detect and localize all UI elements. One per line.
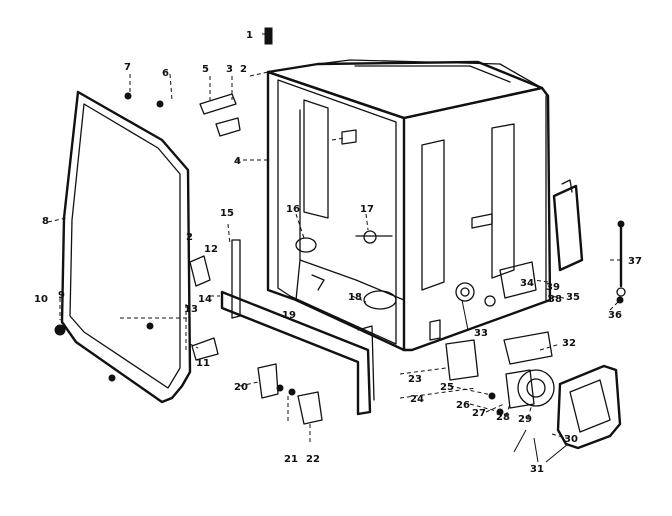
label-9: 9 bbox=[58, 290, 65, 301]
label-18: 18 bbox=[348, 292, 362, 303]
label-35: 35 bbox=[566, 292, 580, 303]
label-36: 36 bbox=[608, 310, 622, 321]
label-26: 26 bbox=[456, 400, 470, 411]
label-28: 28 bbox=[496, 412, 510, 423]
label-2-top: 2 bbox=[240, 64, 247, 75]
latch-parts bbox=[189, 117, 323, 425]
label-23: 23 bbox=[408, 374, 422, 385]
label-13: 13 bbox=[184, 304, 198, 315]
control-parts bbox=[445, 331, 555, 409]
label-39: 39 bbox=[546, 282, 560, 293]
label-20: 20 bbox=[234, 382, 248, 393]
label-29: 29 bbox=[518, 414, 532, 425]
leader-lines bbox=[47, 33, 624, 463]
label-15: 15 bbox=[220, 208, 234, 219]
label-25: 25 bbox=[440, 382, 454, 393]
label-16: 16 bbox=[286, 204, 300, 215]
label-19: 19 bbox=[282, 310, 296, 321]
tub-assembly bbox=[266, 59, 552, 352]
label-22: 22 bbox=[306, 454, 320, 465]
label-8: 8 bbox=[42, 216, 49, 227]
front-frame-bracket bbox=[220, 239, 375, 416]
label-27: 27 bbox=[472, 408, 486, 419]
label-10: 10 bbox=[34, 294, 48, 305]
label-3: 3 bbox=[226, 64, 233, 75]
label-2-bottom: 2 bbox=[186, 232, 193, 243]
label-30: 30 bbox=[564, 434, 578, 445]
label-32: 32 bbox=[562, 338, 576, 349]
label-37: 37 bbox=[628, 256, 642, 267]
label-5: 5 bbox=[202, 64, 209, 75]
label-14: 14 bbox=[198, 294, 212, 305]
label-38: 38 bbox=[548, 294, 562, 305]
label-4: 4 bbox=[234, 156, 241, 167]
label-12: 12 bbox=[204, 244, 218, 255]
label-24: 24 bbox=[410, 394, 424, 405]
label-6: 6 bbox=[162, 68, 169, 79]
door-gasket bbox=[60, 90, 192, 404]
label-33: 33 bbox=[474, 328, 488, 339]
label-34: 34 bbox=[520, 278, 534, 289]
side-bracket bbox=[552, 179, 584, 272]
label-7: 7 bbox=[124, 62, 131, 73]
label-11: 11 bbox=[196, 358, 210, 369]
part-labels: 1 2 3 4 5 6 7 8 9 10 11 12 13 14 15 16 1… bbox=[34, 30, 642, 475]
dispenser-housing bbox=[556, 364, 622, 450]
rod bbox=[616, 224, 626, 297]
label-21: 21 bbox=[284, 454, 298, 465]
label-17: 17 bbox=[360, 204, 374, 215]
label-31: 31 bbox=[530, 464, 544, 475]
label-1: 1 bbox=[246, 30, 253, 41]
